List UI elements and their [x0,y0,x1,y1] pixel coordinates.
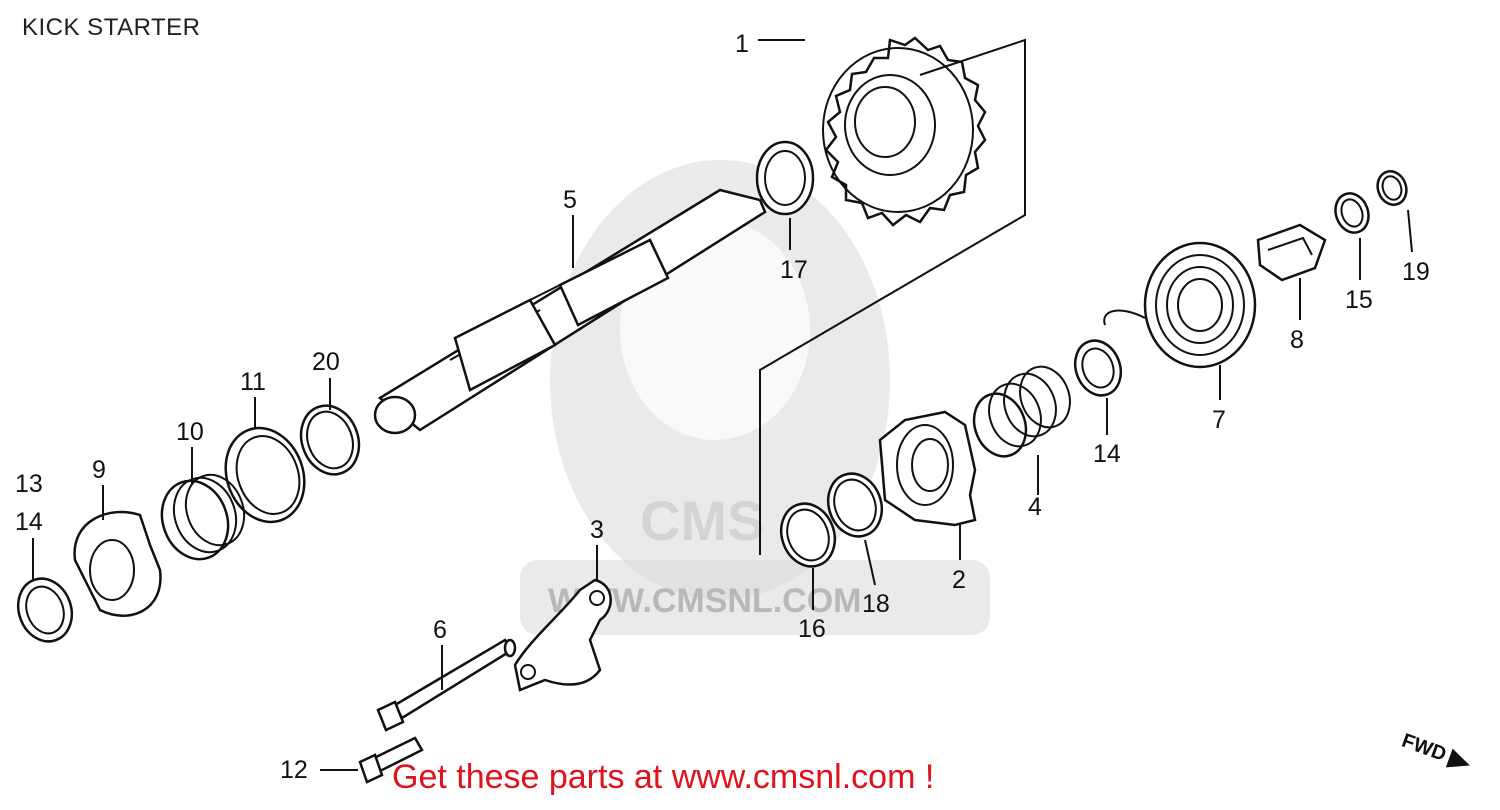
callout-10: 10 [176,418,204,446]
callout-16: 16 [798,615,826,643]
part-washer-14-right[interactable] [1068,334,1128,402]
callout-5: 5 [563,186,577,214]
part-circlip-19[interactable] [1373,167,1411,209]
part-shaft[interactable] [373,188,767,435]
part-circlip-20[interactable] [292,398,369,483]
part-bolt-6[interactable] [376,638,517,732]
callout-20: 20 [312,348,340,376]
part-gear-large[interactable] [822,36,987,227]
callout-4: 4 [1028,493,1042,521]
callout-14-left: 14 [15,508,43,536]
part-bolt-12[interactable] [358,736,424,784]
part-washer-13-14[interactable] [10,571,81,649]
callout-18: 18 [862,590,890,618]
callout-11: 11 [240,368,266,396]
callout-8: 8 [1290,326,1304,354]
leader-lines [32,39,1413,771]
part-spring-4[interactable] [966,360,1079,464]
part-washer-11[interactable] [213,417,317,533]
diagram-title: KICK STARTER [22,14,201,41]
part-washer-15[interactable] [1330,189,1374,238]
watermark: CMS WWW.CMSNL.COM [520,160,990,635]
callout-13: 13 [15,470,43,498]
part-return-spring-7[interactable] [1103,241,1257,369]
part-ratchet-9[interactable] [73,510,162,617]
callout-19: 19 [1402,258,1430,286]
callout-labels: 1 2 3 4 5 6 7 8 9 10 11 12 13 14 14 15 1… [15,30,1430,784]
part-washer-17[interactable] [755,140,815,216]
callout-1: 1 [735,30,749,58]
footer-promo-link[interactable]: Get these parts at www.cmsnl.com ! [392,758,935,796]
callout-14-right: 14 [1093,440,1121,468]
part-spring-10[interactable] [151,467,253,569]
part-guide-plate-3[interactable] [513,578,612,692]
arrow-icon [1445,748,1470,768]
callout-2: 2 [952,566,966,594]
part-washer-16[interactable] [773,496,844,574]
part-spindle-gear-2[interactable] [878,410,977,527]
assembly-bracket-line [759,38,1026,555]
callout-12: 12 [280,756,308,784]
callout-9: 9 [92,456,106,484]
callout-17: 17 [780,256,808,284]
callout-7: 7 [1212,406,1226,434]
watermark-logo-text: CMS [640,489,764,552]
fwd-label: FWD [1399,730,1449,766]
part-circlip-18[interactable] [820,466,891,544]
part-collar-8[interactable] [1256,223,1327,282]
callout-15: 15 [1345,286,1373,314]
fwd-arrow: FWD [1399,730,1470,768]
callout-6: 6 [433,616,447,644]
callout-3: 3 [590,516,604,544]
